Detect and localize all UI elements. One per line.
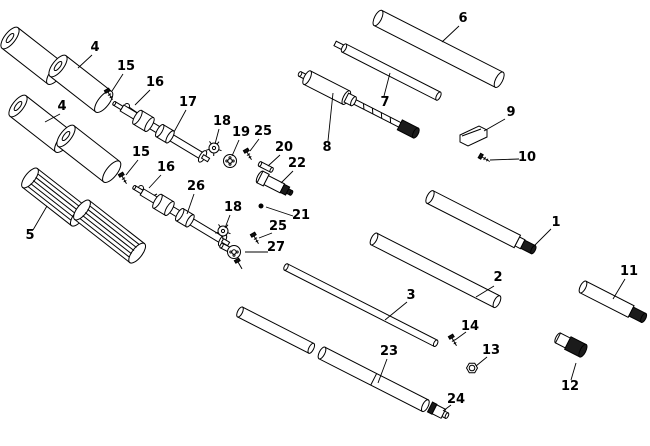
- callout-12: 12: [561, 379, 579, 394]
- callout-10: 10: [518, 150, 536, 165]
- part-10-screw: [477, 152, 491, 162]
- part-4-roller-d: [56, 124, 122, 183]
- part-25-screw-top: [242, 147, 252, 161]
- callout-15b: 15: [132, 145, 150, 160]
- callout-16b: 16: [157, 160, 175, 175]
- part-15-screw-top: [103, 87, 113, 101]
- callout-16a: 16: [146, 75, 164, 90]
- callout-5: 5: [25, 228, 34, 243]
- part-24-connector: [426, 401, 450, 419]
- callout-18b: 18: [224, 200, 242, 215]
- part-23-tube: [317, 346, 430, 413]
- part-11-tube: [578, 280, 648, 323]
- part-4-roller-b: [48, 54, 114, 113]
- callout-27: 27: [267, 240, 285, 255]
- callout-11: 11: [620, 264, 638, 279]
- part-18-sprocket-top: [206, 141, 222, 157]
- callout-25a: 25: [254, 124, 272, 139]
- part-12-end-fitting: [554, 332, 588, 358]
- part-8-roller-shaft: [297, 70, 420, 139]
- callout-14: 14: [461, 319, 479, 334]
- part-9-bracket: [459, 125, 488, 147]
- part-18-sprocket-bottom: [215, 224, 231, 240]
- part-15-screw-bottom: [117, 171, 127, 185]
- leader-lines: [32, 25, 626, 412]
- part-19-flange: [223, 154, 237, 168]
- part-5-roller-a: [21, 167, 88, 227]
- callout-18a: 18: [213, 114, 231, 129]
- tube-segment: [236, 306, 316, 354]
- part-3-rod: [283, 263, 439, 348]
- callout-3: 3: [406, 288, 415, 303]
- part-13-nut: [465, 362, 479, 374]
- part-1-tube: [425, 190, 537, 255]
- callout-9: 9: [506, 105, 515, 120]
- callout-22: 22: [288, 156, 306, 171]
- callout-19: 19: [232, 125, 250, 140]
- callout-17: 17: [179, 95, 197, 110]
- callout-13: 13: [482, 343, 500, 358]
- part-14-screw: [447, 333, 457, 347]
- callout-4b: 4: [57, 99, 66, 114]
- callout-2: 2: [493, 270, 502, 285]
- part-5-roller-b: [73, 199, 147, 264]
- callout-20: 20: [275, 140, 293, 155]
- callout-21: 21: [292, 208, 310, 223]
- callout-15a: 15: [117, 59, 135, 74]
- part-21-ball: [258, 203, 264, 209]
- callout-8: 8: [322, 140, 331, 155]
- part-17-spindle: [112, 100, 211, 163]
- callout-26: 26: [187, 179, 205, 194]
- part-2-tube: [369, 232, 502, 309]
- callout-1: 1: [551, 215, 560, 230]
- callout-24: 24: [447, 392, 465, 407]
- callout-7: 7: [380, 95, 389, 110]
- callout-25b: 25: [269, 219, 287, 234]
- part-26-spindle: [132, 184, 231, 247]
- part-20-pin: [257, 161, 274, 173]
- callout-4a: 4: [90, 40, 99, 55]
- part-27-hub-assembly: [219, 242, 243, 270]
- part-22-fitting: [255, 170, 294, 196]
- callout-6: 6: [458, 11, 467, 26]
- callout-23: 23: [380, 344, 398, 359]
- part-25-screw-bottom: [249, 231, 259, 245]
